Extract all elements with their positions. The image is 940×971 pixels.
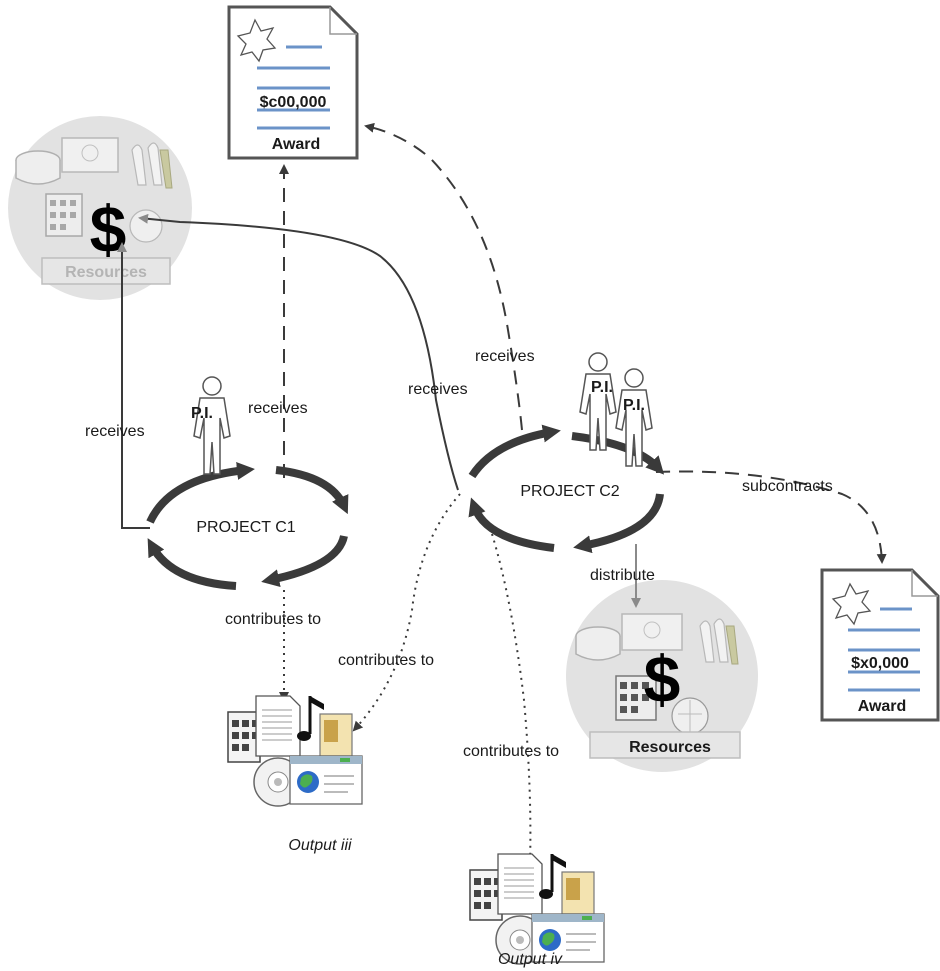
project-label: PROJECT C2 bbox=[520, 483, 619, 500]
award-label: Award bbox=[272, 136, 321, 153]
pi-label: P.I. bbox=[591, 379, 613, 396]
edge-label: receives bbox=[475, 348, 535, 365]
pi-person-icon: P.I. bbox=[615, 368, 653, 467]
edge-c2-receives-resources bbox=[138, 213, 459, 491]
pi-label: P.I. bbox=[623, 397, 645, 414]
award-label: Award bbox=[858, 698, 907, 715]
edge-label: contributes to bbox=[338, 652, 434, 669]
edge-c1-receives-resources bbox=[117, 242, 150, 529]
resources-label: Resources bbox=[65, 264, 147, 281]
award-document-right: $x0,000 Award bbox=[820, 568, 940, 722]
dollar-icon: $ bbox=[644, 642, 681, 716]
output-iii-cluster bbox=[226, 694, 364, 808]
award-star-icon bbox=[831, 582, 872, 626]
project-label: PROJECT C1 bbox=[196, 519, 295, 536]
output-label: Output iii bbox=[288, 837, 352, 854]
pi-person-icon: P.I. bbox=[579, 352, 617, 451]
edge-c2-contributes-iv bbox=[491, 533, 536, 866]
pi-label: P.I. bbox=[191, 405, 213, 422]
project-c1-cycle: PROJECT C1 bbox=[146, 461, 349, 590]
project-c2-cycle: PROJECT C2 bbox=[468, 424, 665, 554]
resources-label: Resources bbox=[629, 739, 711, 756]
edge-label: receives bbox=[408, 381, 468, 398]
edge-label: subcontracts bbox=[742, 478, 833, 495]
edge-label: contributes to bbox=[225, 611, 321, 628]
resources-pool-2: $ Resources bbox=[566, 580, 758, 772]
award-amount: $c00,000 bbox=[260, 94, 327, 111]
edge-c2-subcontracts bbox=[655, 470, 887, 564]
edge-label: contributes to bbox=[463, 743, 559, 760]
award-document-top: $c00,000 Award bbox=[227, 5, 359, 160]
edge-label: distribute bbox=[590, 567, 655, 584]
award-star-icon bbox=[236, 18, 277, 63]
resources-pool-1: $ Resources bbox=[8, 116, 192, 300]
output-label: Output iv bbox=[498, 951, 563, 968]
edge-c2-receives-award bbox=[364, 122, 523, 431]
output-iv-cluster bbox=[468, 852, 606, 966]
pi-person-icon: P.I. bbox=[191, 376, 231, 475]
edge-label: receives bbox=[248, 400, 308, 417]
award-amount: $x0,000 bbox=[851, 655, 909, 672]
dollar-icon: $ bbox=[90, 192, 127, 266]
edge-c2-contributes-iii bbox=[352, 493, 461, 732]
edge-label: receives bbox=[85, 423, 145, 440]
